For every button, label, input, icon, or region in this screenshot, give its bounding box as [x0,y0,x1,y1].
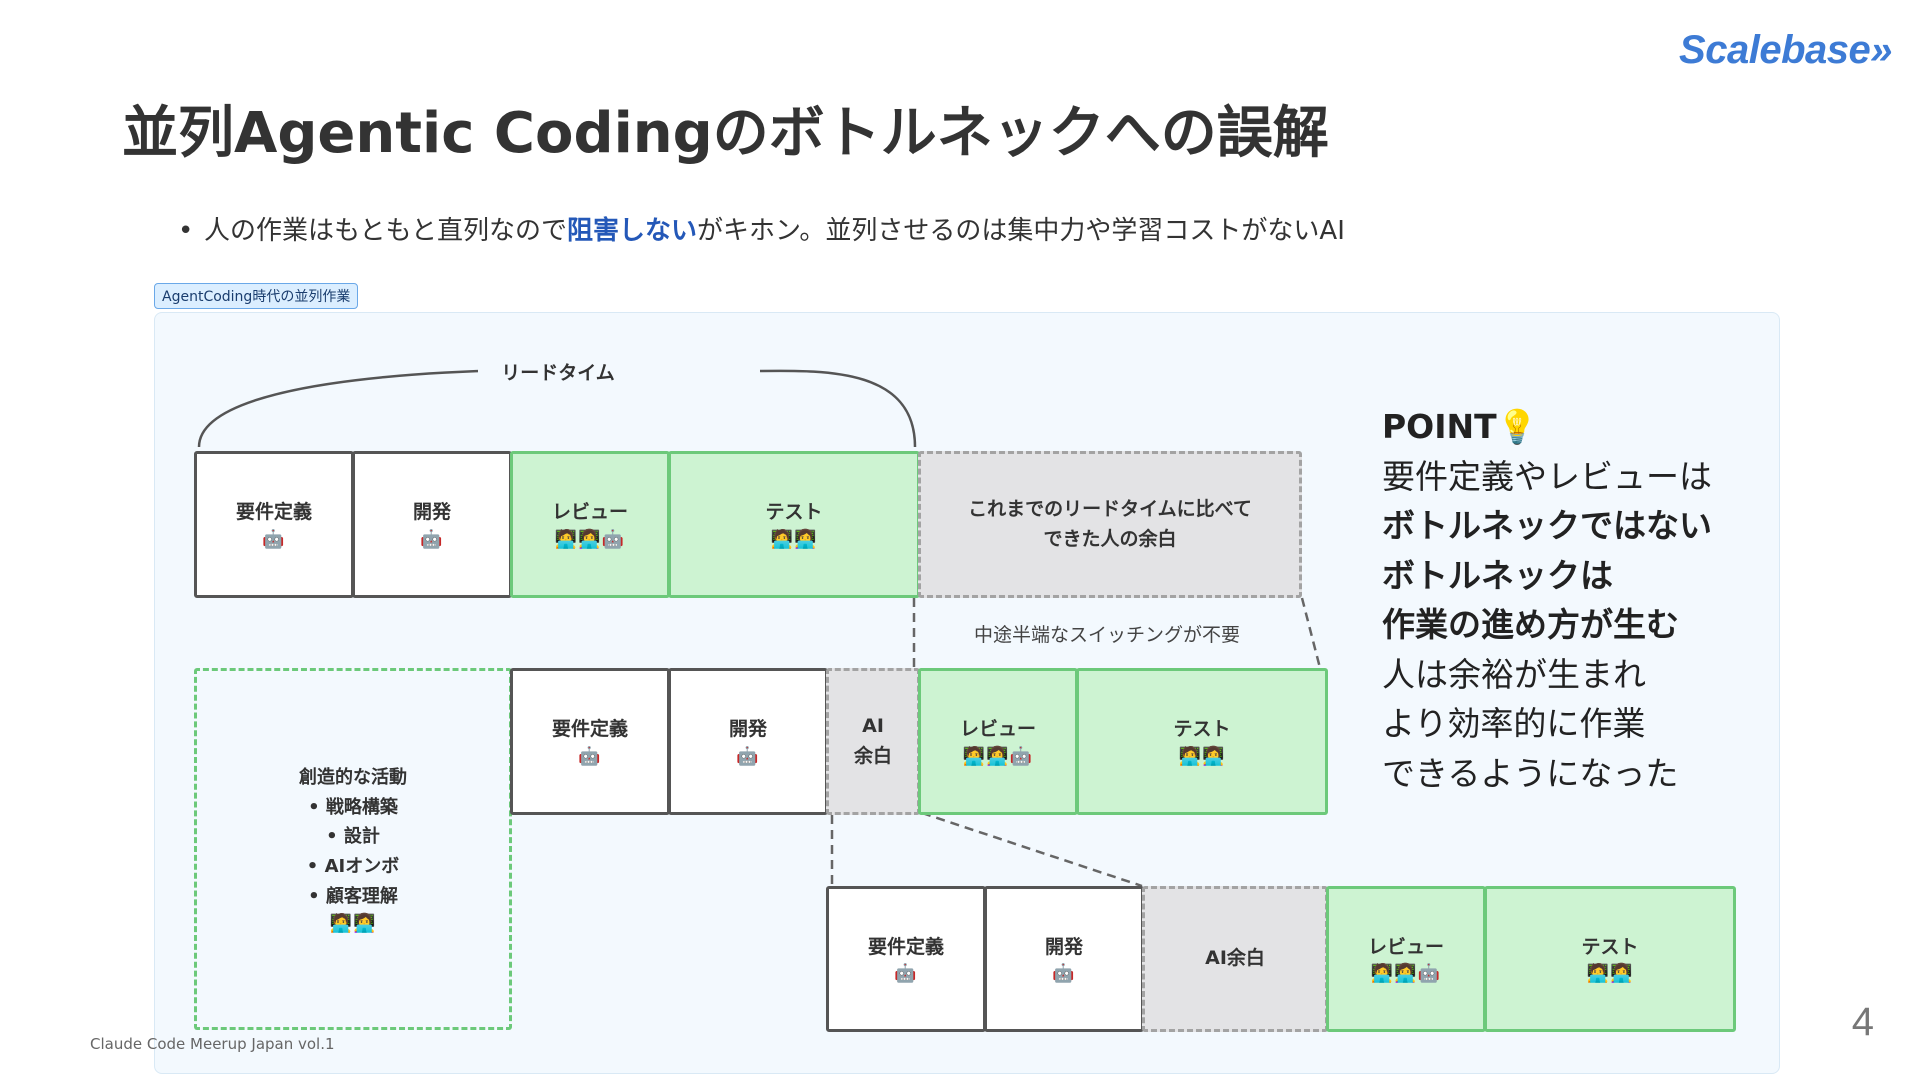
point-line: 人は余裕が生まれ [1382,654,1646,694]
creative-item: • 設計 [326,826,380,848]
row1-requirements-box: 要件定義 🤖 [194,451,354,598]
row3-test-label: テスト [1581,935,1639,958]
row1-development-box: 開発 🤖 [352,451,512,598]
row2-test-label: テスト [1173,718,1231,741]
row3-ai-spare-label: AI余白 [1205,947,1265,970]
row1-human-spare-box: これまでのリードタイムに比べて できた人の余白 [918,451,1302,598]
row3-test-box: テスト 🧑‍💻👩‍💻 [1484,886,1736,1032]
robot-icon: 🤖 [736,745,760,767]
row3-review-box: レビュー 🧑‍💻👩‍💻🤖 [1326,886,1486,1032]
creative-item-label: 顧客理解 [325,885,398,907]
humans-icon: 🧑‍💻👩‍💻 [329,912,377,934]
point-line: より効率的に作業 [1382,704,1646,743]
humans-and-robot-icon: 🧑‍💻👩‍💻🤖 [962,745,1034,767]
dashed-connector-right [1300,597,1322,669]
point-line: 作業の進め方が生む [1382,605,1679,644]
diagram-tag: AgentCoding時代の並列作業 [154,283,359,309]
lead-time-label: リードタイム [478,358,638,385]
bullet-text-before: 人の作業はもともと直列なので [204,216,567,246]
row3-development-label: 開発 [1044,935,1083,958]
robot-icon: 🤖 [894,963,918,985]
humans-icon: 🧑‍💻👩‍💻 [770,528,818,550]
slide-title: 並列Agentic Codingのボトルネックへの誤解 [122,101,1329,166]
point-line: できるようになった [1382,753,1679,793]
switching-note: 中途半端なスイッチングが不要 [974,624,1241,646]
point-line: ボトルネックではない [1382,506,1712,545]
row2-development-label: 開発 [728,718,767,741]
row3-requirements-label: 要件定義 [867,935,944,958]
row2-requirements-label: 要件定義 [551,718,628,741]
row2-review-box: レビュー 🧑‍💻👩‍💻🤖 [918,668,1078,815]
row1-human-spare-line1: これまでのリードタイムに比べて [968,498,1252,521]
robot-icon: 🤖 [578,745,602,767]
footer-text: Claude Code Meerup Japan vol.1 [90,1035,335,1053]
creative-item: • 戦略構築 [308,796,398,818]
row3-review-label: レビュー [1367,935,1444,958]
point-line: 要件定義やレビューは [1382,456,1712,496]
row2-ai-spare-line2: 余白 [853,744,892,767]
humans-and-robot-icon: 🧑‍💻👩‍💻🤖 [554,528,626,550]
row2-ai-spare-line1: AI [862,715,884,738]
dashed-connector-diagonal [921,811,1143,888]
point-callout: POINT💡 要件定義やレビューは ボトルネックではない ボトルネックは 作業の… [1382,402,1712,798]
row1-test-label: テスト [765,501,823,524]
row2-review-label: レビュー [959,718,1036,741]
creative-item: • 顧客理解 [308,885,398,907]
bullet-text-after: がキホン。並列させるのは集中力や学習コストがないAI [696,216,1345,246]
bullet-dot: • [178,216,194,246]
row1-test-box: テスト 🧑‍💻👩‍💻 [668,451,920,598]
robot-icon: 🤖 [420,528,444,550]
creative-item-label: AIオンボ [324,856,400,878]
row3-development-box: 開発 🤖 [984,886,1144,1032]
row2-test-box: テスト 🧑‍💻👩‍💻 [1076,668,1328,815]
humans-and-robot-icon: 🧑‍💻👩‍💻🤖 [1370,963,1442,985]
row2-development-box: 開発 🤖 [668,668,828,815]
row3-requirements-box: 要件定義 🤖 [826,886,986,1032]
page-number: 4 [1851,1000,1874,1044]
point-heading: POINT💡 [1382,407,1538,446]
creative-activities-content: 創造的な活動 • 戦略構築 • 設計 • AIオンボ • 顧客理解 🧑‍💻👩‍💻 [299,763,407,935]
creative-item-label: 戦略構築 [325,796,398,818]
row2-ai-spare-box: AI 余白 [826,668,920,815]
humans-icon: 🧑‍💻👩‍💻 [1586,963,1634,985]
row1-development-label: 開発 [412,501,451,524]
creative-title: 創造的な活動 [299,767,407,789]
robot-icon: 🤖 [262,528,286,550]
bullet-emphasis: 阻害しない [566,216,697,246]
row2-requirements-box: 要件定義 🤖 [510,668,670,815]
row1-review-label: レビュー [551,501,628,524]
row1-requirements-label: 要件定義 [235,501,312,524]
creative-item: • AIオンボ [306,856,400,878]
point-line: ボトルネックは [1382,555,1613,595]
bullet-point: • 人の作業はもともと直列なので阻害しないがキホン。並列させるのは集中力や学習コス… [178,210,1345,247]
row1-review-box: レビュー 🧑‍💻👩‍💻🤖 [510,451,670,598]
humans-icon: 🧑‍💻👩‍💻 [1178,745,1226,767]
creative-activities-box: 創造的な活動 • 戦略構築 • 設計 • AIオンボ • 顧客理解 🧑‍💻👩‍💻 [194,668,512,1030]
creative-item-label: 設計 [343,826,380,848]
scalebase-logo: Scalebase» [1679,28,1892,72]
row1-human-spare-line2: できた人の余白 [1043,527,1177,550]
robot-icon: 🤖 [1052,963,1076,985]
row3-ai-spare-box: AI余白 [1142,886,1328,1032]
